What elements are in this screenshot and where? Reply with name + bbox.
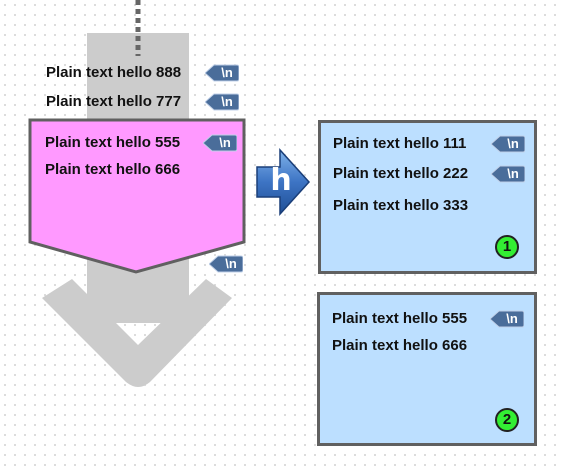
output-2-line-1: Plain text hello 555: [332, 310, 468, 327]
input-line-1: Plain text hello 555: [45, 134, 181, 151]
newline-tag: \n: [490, 310, 524, 328]
output-box-1: Plain text hello 111 \n Plain text hello…: [318, 120, 537, 274]
output-1-line-2: Plain text hello 222: [333, 165, 469, 182]
upper-line-1: Plain text hello 888: [46, 64, 182, 81]
newline-tag: \n: [491, 165, 525, 183]
output-1-line-3: Plain text hello 333: [333, 197, 469, 214]
newline-tag: \n: [205, 64, 239, 82]
newline-tag: \n: [491, 135, 525, 153]
transform-letter: h: [270, 163, 292, 198]
flow-arrow-head: [42, 279, 232, 387]
output-2-line-2: Plain text hello 666: [332, 337, 468, 354]
newline-tag: \n: [205, 93, 239, 111]
newline-tag: \n: [203, 134, 237, 152]
upper-line-2: Plain text hello 777: [46, 93, 182, 110]
output-box-2: Plain text hello 555 \n Plain text hello…: [317, 292, 537, 446]
output-1-badge: 1: [495, 235, 519, 259]
output-1-line-1: Plain text hello 111: [333, 135, 467, 152]
transform-arrow-icon: [256, 148, 311, 216]
newline-tag: \n: [209, 255, 243, 273]
input-line-2: Plain text hello 666: [45, 161, 181, 178]
output-2-badge: 2: [495, 408, 519, 432]
input-block-shape: [28, 118, 246, 274]
